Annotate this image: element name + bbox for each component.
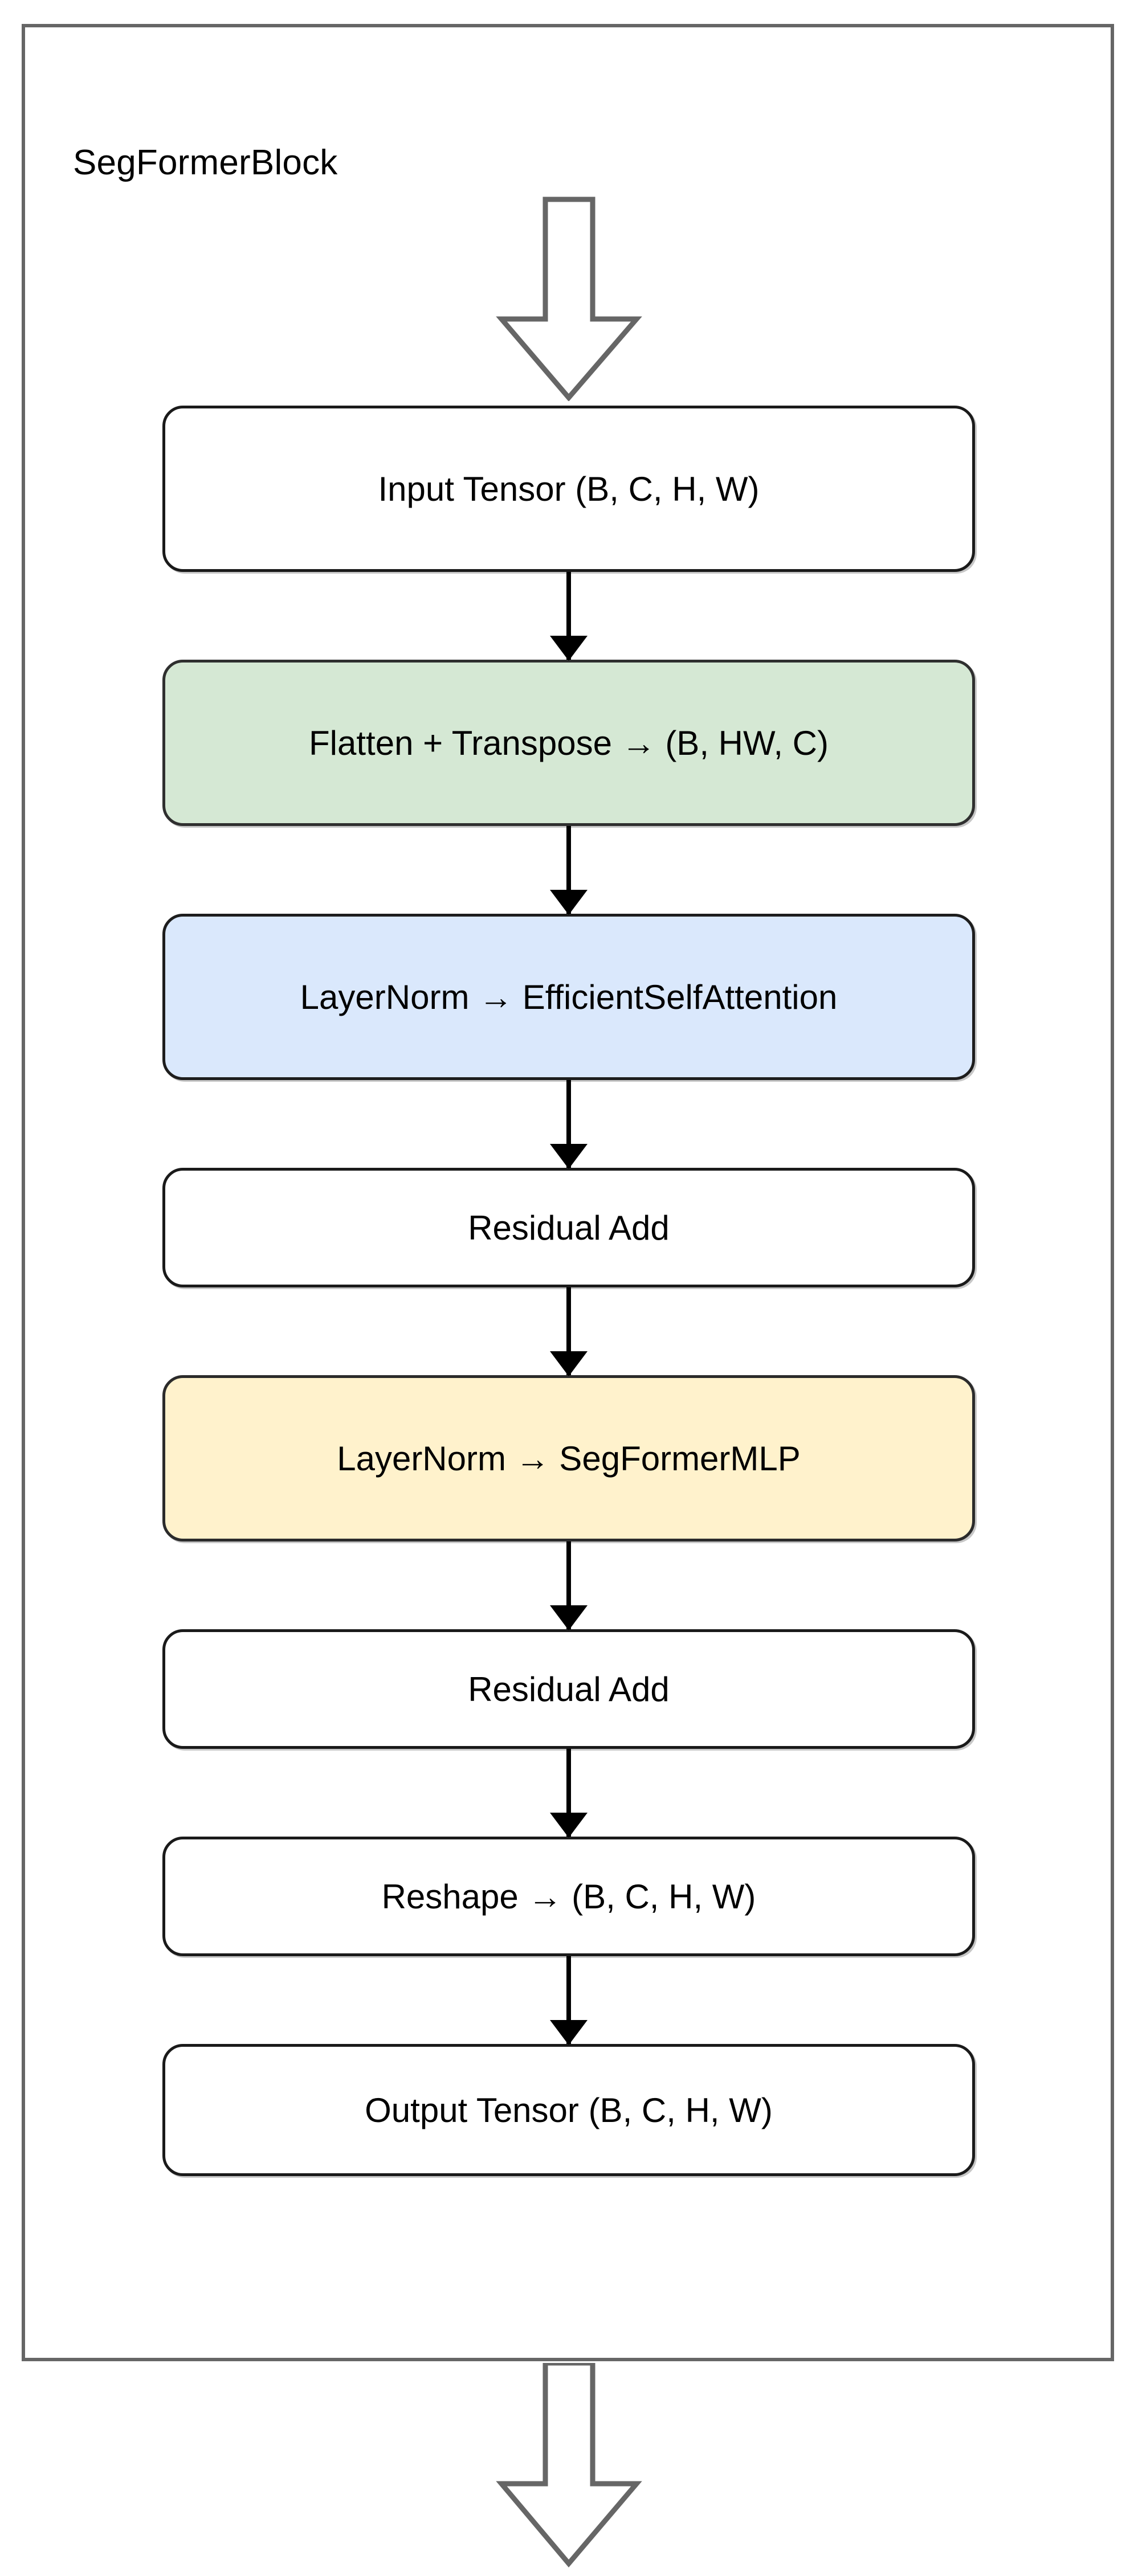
node-label: Reshape → (B, C, H, W) bbox=[381, 1877, 756, 1916]
node-label: Flatten + Transpose → (B, HW, C) bbox=[309, 723, 829, 762]
arrowhead-icon bbox=[550, 1605, 588, 1630]
node-label: Input Tensor (B, C, H, W) bbox=[378, 469, 760, 508]
container-title-label: SegFormerBlock bbox=[73, 143, 338, 182]
node-reshape[interactable]: Reshape → (B, C, H, W) bbox=[162, 1837, 975, 1956]
node-residual-add-2[interactable]: Residual Add bbox=[162, 1629, 975, 1749]
edge-attention-to-residual1 bbox=[550, 1080, 588, 1169]
edge-input-to-flatten bbox=[550, 572, 588, 661]
outgoing-block-arrow-icon bbox=[0, 2363, 1138, 2568]
node-flatten-transpose[interactable]: Flatten + Transpose → (B, HW, C) bbox=[162, 660, 975, 826]
arrowhead-icon bbox=[550, 2020, 588, 2045]
edge-flatten-to-attention bbox=[550, 826, 588, 915]
outgoing-block-arrow-svg bbox=[496, 2363, 642, 2567]
arrowhead-icon bbox=[550, 636, 588, 661]
incoming-block-arrow-icon bbox=[0, 195, 1138, 401]
arrowhead-icon bbox=[550, 890, 588, 915]
edge-mlp-to-residual2 bbox=[550, 1541, 588, 1630]
arrowhead-icon bbox=[550, 1813, 588, 1838]
edge-residual1-to-mlp bbox=[550, 1287, 588, 1376]
node-layernorm-segformermlp[interactable]: LayerNorm → SegFormerMLP bbox=[162, 1375, 975, 1541]
node-label: Residual Add bbox=[468, 1670, 670, 1708]
edge-residual2-to-reshape bbox=[550, 1749, 588, 1838]
node-label: Residual Add bbox=[468, 1208, 670, 1247]
node-output-tensor[interactable]: Output Tensor (B, C, H, W) bbox=[162, 2044, 975, 2176]
incoming-block-arrow-svg bbox=[496, 197, 642, 401]
node-residual-add-1[interactable]: Residual Add bbox=[162, 1168, 975, 1287]
edge-reshape-to-output bbox=[550, 1956, 588, 2045]
node-layernorm-efficientselfattention[interactable]: LayerNorm → EfficientSelfAttention bbox=[162, 914, 975, 1080]
node-label: LayerNorm → SegFormerMLP bbox=[337, 1439, 801, 1478]
node-label: Output Tensor (B, C, H, W) bbox=[365, 2091, 773, 2129]
arrowhead-icon bbox=[550, 1351, 588, 1376]
arrowhead-icon bbox=[550, 1144, 588, 1169]
node-input-tensor[interactable]: Input Tensor (B, C, H, W) bbox=[162, 406, 975, 572]
node-label: LayerNorm → EfficientSelfAttention bbox=[300, 978, 838, 1016]
